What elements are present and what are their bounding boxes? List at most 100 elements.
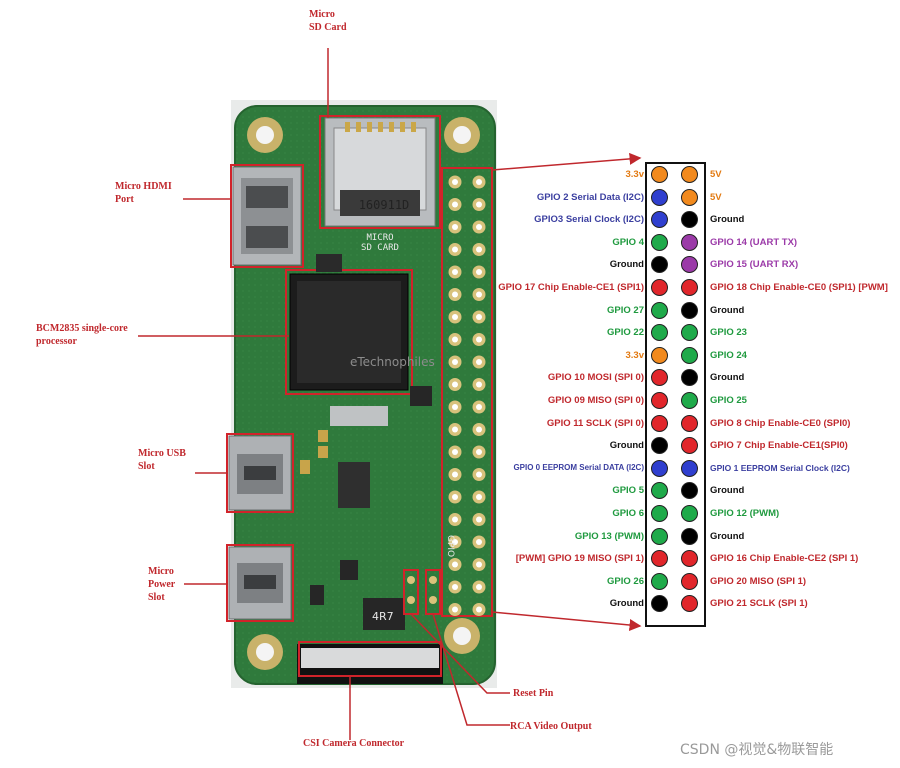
pin-dot-right: [681, 527, 698, 545]
pin-label-left: GPIO 5: [612, 485, 644, 497]
pin-label-left: GPIO 10 MOSI (SPI 0): [547, 372, 644, 384]
pin-row: GPIO 10 MOSI (SPI 0)Ground: [0, 368, 900, 390]
pin-label-left: GPIO 26: [607, 575, 644, 587]
pin-dot-left: [651, 437, 668, 455]
header-hole: [452, 584, 458, 590]
header-hole: [476, 179, 482, 185]
header-hole: [452, 269, 458, 275]
pin-label-left: 3.3v: [625, 169, 645, 180]
header-hole: [476, 584, 482, 590]
header-hole: [476, 561, 482, 568]
bcm2835-processor: [285, 269, 413, 395]
pin-dot-left: [651, 414, 668, 432]
pin-label-right: GPIO 12 (PWM): [710, 508, 780, 519]
pin-dot-right: [681, 550, 698, 568]
header-hole: [452, 494, 458, 500]
pin-dot-left: [651, 233, 668, 251]
header-hole: [476, 291, 482, 298]
pin-label-right: Ground: [710, 304, 745, 316]
pin-dot-left: [651, 369, 668, 387]
pin-dot-left: [651, 572, 668, 590]
micro-hdmi-port: [230, 164, 304, 268]
header-hole: [476, 359, 482, 365]
pin-dot-left: [651, 527, 668, 545]
pin-row: Ground GPIO 15 (UART RX): [0, 255, 900, 277]
pin-dot-left: [651, 279, 668, 296]
pin-label-left: GPIO 0 EEPROM Serial DATA (I2C): [513, 462, 644, 472]
pin-row: GPIO 11 SCLK (SPI 0)GPIO 8 Chip Enable-C…: [0, 414, 900, 436]
pin-dot-right: [681, 233, 698, 251]
pin-label-left: 3.3v: [625, 349, 645, 361]
pin-dot-right: [681, 482, 698, 500]
pin-label-right: 5V: [710, 191, 722, 203]
pin-dot-left: [651, 256, 668, 274]
header-hole: [452, 359, 458, 365]
pin-dot-left: [651, 482, 668, 500]
pin-dot-right: [681, 414, 698, 432]
pin-dot-right: [681, 595, 698, 613]
pin-label-left: GPIO 2 Serial Data (I2C): [536, 191, 644, 203]
pin-label-right: GPIO 16 Chip Enable-CE2 (SPI 1): [710, 553, 859, 565]
pin-dot-right: [681, 437, 698, 455]
pin-label-right: GPIO 8 Chip Enable-CE0 (SPI0): [710, 417, 851, 429]
pin-label-left: GPIO3 Serial Clock (I2C): [534, 214, 644, 226]
pin-label-right: GPIO 23: [710, 327, 747, 339]
pin-dot-left: [651, 595, 668, 613]
label-micro-usb-slot: Micro USB Slot: [138, 448, 186, 472]
card-code-text: 160911D: [359, 198, 410, 212]
pin-label-left: GPIO 6: [612, 508, 644, 519]
header-hole: [476, 201, 482, 208]
pin-label-left: GPIO 17 Chip Enable-CE1 (SPI1): [498, 282, 644, 293]
header-hole: [476, 539, 482, 545]
label-micro-sd-card: Micro SD Card: [309, 9, 347, 33]
pin-label-right: GPIO 18 Chip Enable-CE0 (SPI1) [PWM]: [710, 282, 888, 293]
micro-sd-slot: [319, 115, 441, 229]
pin-label-left: GPIO 09 MISO (SPI 0): [547, 395, 644, 406]
pin-label-right: Ground: [710, 485, 745, 497]
header-hole: [452, 336, 458, 343]
pin-label-right: GPIO 15 (UART RX): [710, 259, 799, 271]
header-hole: [452, 381, 458, 388]
label-processor: BCM2835 single-core processor: [36, 323, 128, 347]
header-hole: [452, 179, 458, 185]
pin-dot-left: [651, 211, 668, 229]
pin-dot-left: [651, 188, 668, 206]
pin-dot-right: [681, 188, 698, 206]
pin-label-left: GPIO 22: [607, 327, 644, 339]
pin-row: GPIO 6 GPIO 12 (PWM): [0, 504, 900, 526]
header-hole: [476, 449, 482, 455]
pin-dot-right: [681, 211, 698, 229]
pin-dot-right: [681, 346, 698, 364]
pin-label-left: Ground: [609, 259, 644, 271]
header-hole: [476, 606, 482, 613]
label-csi-camera-connector: CSI Camera Connector: [303, 738, 405, 749]
pin-dot-right: [681, 459, 698, 477]
header-hole: [452, 471, 458, 478]
mounting-holes: [247, 117, 480, 670]
pin-row: GPIO 09 MISO (SPI 0)GPIO 25: [0, 391, 900, 413]
pin-label-right: GPIO 1 EEPROM Serial Clock (I2C): [710, 462, 850, 473]
pin-row: GPIO 0 EEPROM Serial DATA (I2C) GPIO 1 EE…: [0, 459, 900, 481]
header-hole: [452, 246, 458, 253]
pin-row: GPIO 2 Serial Data (I2C) 5V: [0, 188, 900, 210]
label-micro-hdmi-port: Micro HDMI Port: [115, 181, 172, 205]
header-hole: [476, 269, 482, 275]
label-reset-pin: Reset Pin: [513, 688, 554, 699]
pin-label-left: GPIO 13 (PWM): [574, 530, 644, 542]
watermark: CSDN @视觉&物联智能: [680, 742, 834, 758]
inductor-text: 4R7: [372, 610, 394, 623]
pin-dot-left: [651, 505, 668, 522]
header-hole: [476, 516, 482, 523]
pin-dot-left: [651, 301, 668, 319]
pin-dot-right: [681, 505, 698, 522]
header-hole: [476, 336, 482, 343]
csi-camera-connector: [297, 641, 443, 684]
pin-label-right: GPIO 14 (UART TX): [710, 236, 798, 248]
pin-label-right: GPIO 20 MISO (SPI 1): [710, 575, 807, 587]
label-rca-video-output: RCA Video Output: [510, 721, 592, 732]
pin-row: GPIO 5 Ground: [0, 481, 900, 503]
